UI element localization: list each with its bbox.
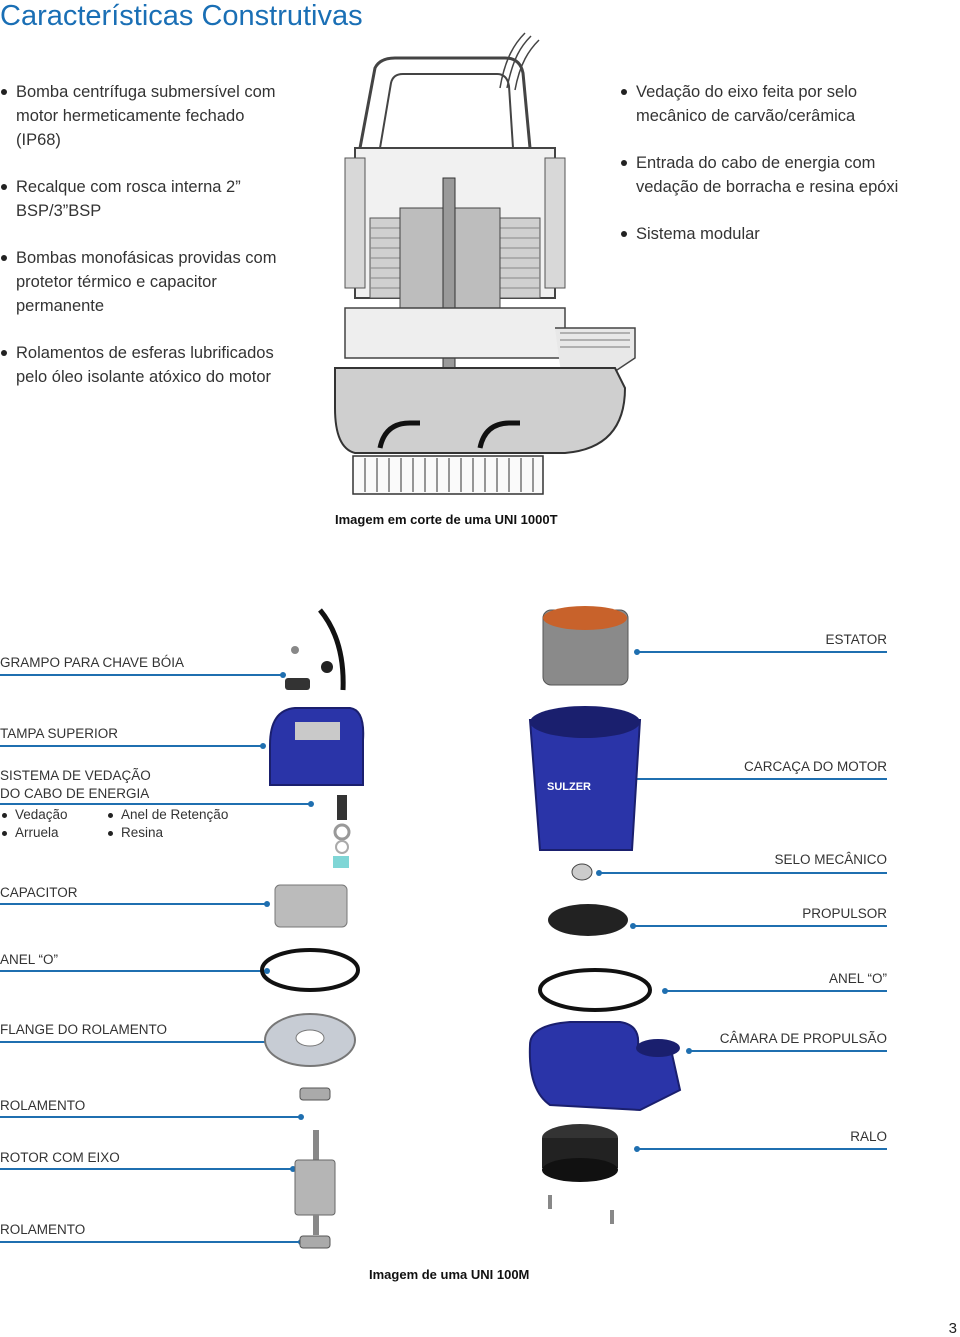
label-capacitor: CAPACITOR <box>0 885 78 900</box>
feature-item: Sistema modular <box>620 222 910 246</box>
feature-item: Bombas monofásicas providas com protetor… <box>0 246 290 318</box>
leader-line <box>636 1148 887 1150</box>
leader-line <box>0 970 266 972</box>
right-feature-list: Vedação do eixo feita por selo mecânico … <box>620 80 910 269</box>
label-propulsor: PROPULSOR <box>802 906 887 921</box>
label-selo: SELO MECÂNICO <box>774 852 887 867</box>
label-anel-o-left: ANEL “O” <box>0 952 59 967</box>
feature-item: Rolamentos de esferas lubri­ficados pelo… <box>0 341 290 389</box>
leader-dot <box>264 901 270 907</box>
leader-dot <box>634 649 640 655</box>
seal-components-col1: Vedação Arruela <box>0 806 68 842</box>
feature-item: Vedação do eixo feita por selo mecânico … <box>620 80 910 128</box>
feature-item: Entrada do cabo de energia com vedação d… <box>620 151 910 199</box>
leader-dot <box>298 1114 304 1120</box>
label-camara: CÂMARA DE PROPULSÃO <box>719 1031 887 1046</box>
label-sistema-line1: SISTEMA DE VEDAÇÃO <box>0 768 151 783</box>
label-grampo: GRAMPO PARA CHAVE BÓIA <box>0 655 185 670</box>
pump-cross-section-illustration <box>334 32 636 495</box>
leader-line <box>0 803 310 805</box>
component-item: Vedação <box>0 806 68 824</box>
leader-dot <box>630 923 636 929</box>
label-ralo: RALO <box>850 1129 887 1144</box>
leader-dot <box>308 801 314 807</box>
leader-line <box>0 1241 300 1243</box>
leader-dot <box>290 1166 296 1172</box>
exploded-view-left-parts <box>260 608 365 1249</box>
label-rolamento-2: ROLAMENTO <box>0 1222 86 1237</box>
label-rotor: ROTOR COM EIXO <box>0 1150 120 1165</box>
leader-dot <box>280 672 286 678</box>
exploded-view-caption: Imagem de uma UNI 100M <box>369 1267 530 1282</box>
feature-item: Recalque com rosca interna 2” BSP/3”BSP <box>0 175 290 223</box>
leader-line <box>664 990 887 992</box>
label-estator: ESTATOR <box>825 632 887 647</box>
brand-logo: SULZER <box>547 781 591 793</box>
label-flange: FLANGE DO ROLAMENTO <box>0 1022 168 1037</box>
leader-dot <box>264 968 270 974</box>
label-sistema-line2: DO CABO DE ENERGIA <box>0 786 150 801</box>
leader-line <box>0 903 266 905</box>
leader-dot <box>260 743 266 749</box>
cross-section-caption: Imagem em corte de uma UNI 1000T <box>335 512 558 527</box>
leader-line <box>636 651 887 653</box>
page-title: Características Construtivas <box>0 0 363 32</box>
leader-dot <box>634 1146 640 1152</box>
leader-line <box>0 1168 292 1170</box>
leader-dot <box>686 1048 692 1054</box>
label-anel-o-right: ANEL “O” <box>828 971 887 986</box>
component-item: Anel de Retenção <box>106 806 228 824</box>
label-tampa: TAMPA SUPERIOR <box>0 726 119 741</box>
label-carcaca: CARCAÇA DO MOTOR <box>743 759 887 774</box>
seal-components-col2: Anel de Retenção Resina <box>106 806 228 842</box>
label-rolamento-1: ROLAMENTO <box>0 1098 86 1113</box>
component-item: Resina <box>106 824 228 842</box>
page-number: 3 <box>948 1320 957 1337</box>
leader-line <box>0 1116 300 1118</box>
leader-line <box>0 745 262 747</box>
component-item: Arruela <box>0 824 68 842</box>
leader-line <box>688 1050 887 1052</box>
leader-line <box>0 1041 266 1043</box>
leader-line <box>632 925 887 927</box>
leader-line <box>632 778 887 780</box>
exploded-view-right-parts: SULZER <box>528 606 682 1224</box>
leader-line <box>598 872 887 874</box>
leader-dot <box>662 988 668 994</box>
leader-line <box>0 674 282 676</box>
leader-dot <box>596 870 602 876</box>
feature-item: Bomba centrífuga submersível com motor h… <box>0 80 290 152</box>
left-feature-list: Bomba centrífuga submersível com motor h… <box>0 80 290 412</box>
